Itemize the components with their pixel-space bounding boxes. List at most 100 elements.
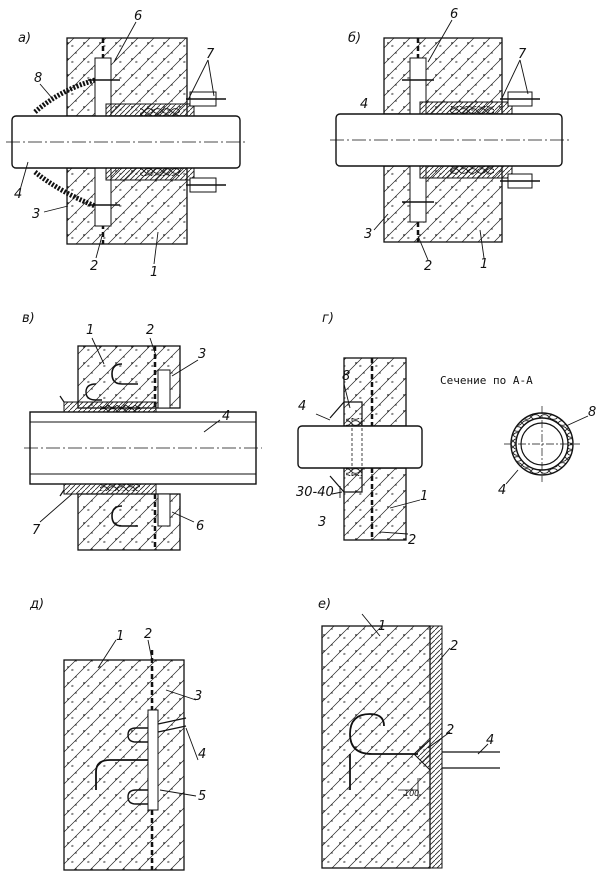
seal-packing [100,484,140,491]
callout-8: 8 [34,71,42,86]
callout-4: 4 [14,187,22,202]
callout-2: 2 [144,627,152,642]
section-a-a: Сечение по А-А 8 4 [440,374,596,498]
leader [159,789,197,797]
leader [373,213,389,231]
callout-6: 6 [196,519,204,534]
leader [185,727,199,761]
seal-packing [450,106,494,114]
callout-2: 2 [450,639,458,654]
callout-7: 7 [32,523,41,538]
callout-2: 2 [90,259,98,274]
callout-6: 6 [134,9,142,24]
callout-4: 4 [198,747,206,762]
callout-2: 2 [146,323,154,338]
wall-upper [343,357,407,427]
strip [442,751,500,769]
panel-a: а) 6 7 8 4 3 2 1 [6,9,248,280]
panel-d-letter: д) [29,597,44,612]
seal-packing [140,168,180,176]
leader [165,689,197,701]
callout-5: 5 [198,789,206,804]
plate-lower [157,493,171,527]
leader [505,469,519,485]
callout-4: 4 [222,409,230,424]
seal-packing [100,405,140,412]
rod [157,725,187,733]
callout-1: 1 [420,489,428,504]
embedded-plate [147,709,159,811]
leader [207,59,215,97]
callout-4: 4 [486,733,494,748]
anchor-hook [111,505,138,527]
anchor-hook [111,363,138,385]
leader [427,731,451,749]
wall-upper [383,37,503,115]
leader [501,59,521,99]
sleeve-cone-upper [329,401,363,426]
leader [149,337,157,357]
weld-bead [413,738,431,772]
panel-g-letter: г) [322,311,334,326]
seal-packing [450,166,494,174]
seal-packing [346,467,362,476]
leader [565,415,589,427]
panel-v: в) 1 2 3 4 7 6 [22,311,262,551]
leader [113,21,137,63]
anchor-hook [349,713,418,755]
callout-3: 3 [194,689,202,704]
panel-v-letter: в) [22,311,35,326]
bolt [59,395,65,403]
callout-2: 2 [446,723,454,738]
leader [153,231,159,265]
section-caption: Сечение по А-А [440,374,533,387]
callout-8: 8 [588,405,596,420]
waterproofing-layer [429,625,443,869]
wall-lower [343,467,407,541]
callout-30-40: 30-40 [296,485,334,500]
callout-1: 1 [86,323,94,338]
panel-a-letter: а) [18,31,31,46]
leader [331,491,343,495]
callout-3: 3 [364,227,372,242]
callout-2: 2 [424,259,432,274]
leader [203,419,221,433]
callout-3: 3 [198,347,206,362]
leader [417,235,429,261]
callout-4: 4 [498,483,506,498]
leader [519,59,529,95]
callout-4: 4 [298,399,306,414]
callout-1: 1 [150,265,158,280]
callout-8: 8 [342,369,350,384]
leader [97,639,117,669]
callout-4: 4 [360,97,368,112]
callout-7: 7 [206,47,215,62]
callout-1: 1 [480,257,488,272]
rope-wrap-upper [33,77,96,114]
leader [39,493,73,523]
leader [315,413,331,421]
callout-3: 3 [32,207,40,222]
wall [63,659,185,871]
leader [187,59,209,101]
leader [437,647,451,663]
leader [427,19,453,63]
dimension-100: 100 [404,789,419,798]
leader [343,383,351,409]
sleeve-cone-lower [329,468,363,493]
panel-d: д) 1 2 3 4 5 [29,597,206,871]
rope-wrap-lower [33,170,96,209]
panel-e-letter: е) [318,597,331,612]
leader [171,511,195,523]
leader [171,359,199,377]
leader [91,337,105,365]
panel-e: е) 1 2 2 4 100 [318,597,500,869]
wall-lower [66,167,188,245]
pipe [297,425,423,469]
wall-upper [66,37,188,117]
callout-2: 2 [408,533,416,548]
bolt [59,489,65,497]
panel-b: б) 6 7 4 3 2 1 [330,7,570,274]
